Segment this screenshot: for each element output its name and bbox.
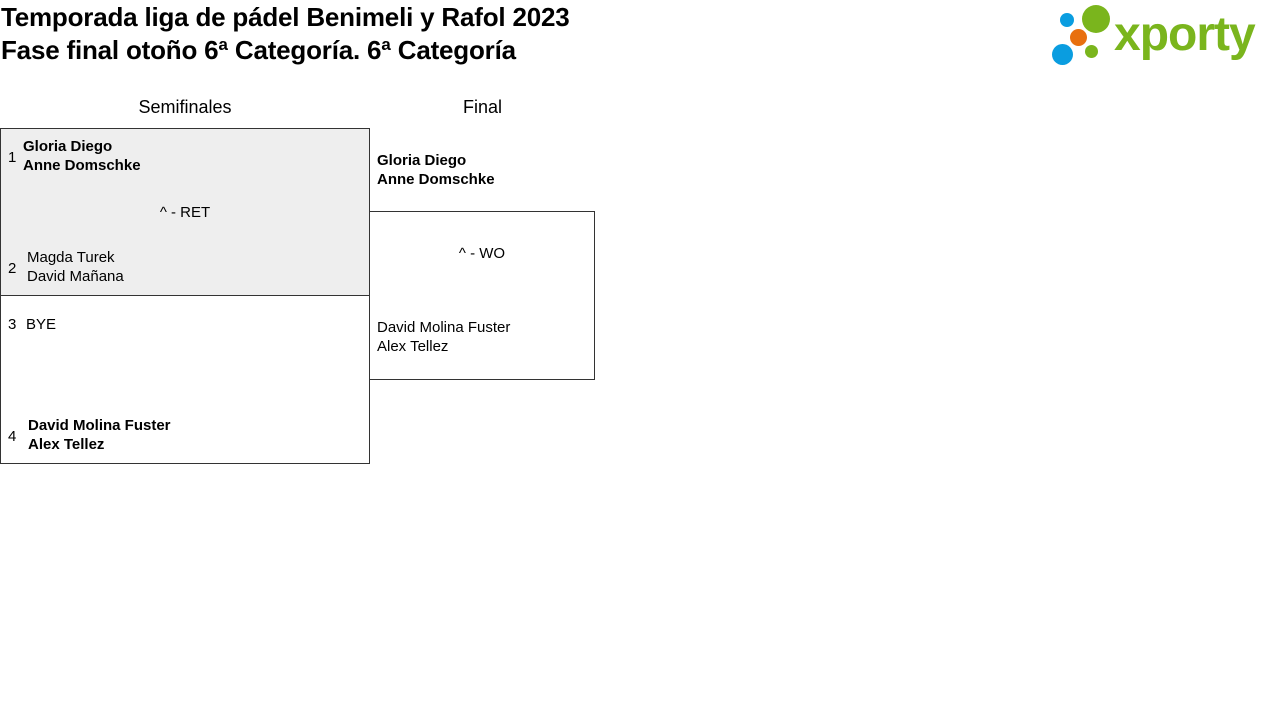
- final-team-loser[interactable]: David Molina Fuster Alex Tellez: [377, 318, 510, 356]
- semifinal-match-2[interactable]: 3 BYE 4 David Molina Fuster Alex Tellez: [0, 295, 370, 464]
- player-name: Gloria Diego: [377, 152, 467, 169]
- player-name: Alex Tellez: [377, 338, 449, 355]
- round-header-final: Final: [462, 97, 502, 117]
- final-match[interactable]: ^ - WO David Molina Fuster Alex Tellez: [369, 211, 595, 380]
- logo-dot-orange: [1070, 29, 1087, 46]
- logo-dot-blue: [1060, 13, 1074, 27]
- team-loser[interactable]: Magda Turek David Mañana: [27, 248, 124, 286]
- player-name: Anne Domschke: [377, 171, 495, 188]
- seed-number: 3: [8, 316, 17, 333]
- player-name: David Molina Fuster: [377, 319, 511, 336]
- seed-number: 1: [8, 149, 17, 166]
- logo-dot-green-small: [1085, 45, 1098, 58]
- seed-number: 4: [8, 428, 17, 445]
- page-title: Temporada liga de pádel Benimeli y Rafol…: [1, 2, 570, 32]
- final-team-winner[interactable]: Gloria Diego Anne Domschke: [377, 151, 495, 189]
- round-header-semifinals: Semifinales: [138, 97, 232, 117]
- team-winner[interactable]: David Molina Fuster Alex Tellez: [28, 416, 171, 454]
- player-name: Gloria Diego: [23, 138, 113, 155]
- page-subtitle: Fase final otoño 6ª Categoría. 6ª Catego…: [1, 35, 516, 65]
- semifinal-match-1[interactable]: 1 Gloria Diego Anne Domschke ^ - RET 2 M…: [0, 128, 370, 296]
- logo-wordmark: xporty: [1114, 8, 1256, 61]
- player-name: Anne Domschke: [23, 157, 141, 174]
- seed-number: 2: [8, 260, 17, 277]
- player-name: David Molina Fuster: [28, 417, 171, 434]
- player-name: Alex Tellez: [28, 436, 105, 453]
- team-winner[interactable]: Gloria Diego Anne Domschke: [23, 137, 141, 175]
- player-name: Magda Turek: [27, 249, 115, 266]
- team-bye: BYE: [26, 316, 57, 333]
- match-result: ^ - RET: [159, 204, 211, 221]
- logo-dot-blue-large: [1052, 44, 1073, 65]
- xporty-logo[interactable]: xporty: [1052, 5, 1276, 67]
- logo-dot-green-large: [1082, 5, 1110, 33]
- player-name: David Mañana: [27, 268, 124, 285]
- match-result: ^ - WO: [458, 245, 506, 262]
